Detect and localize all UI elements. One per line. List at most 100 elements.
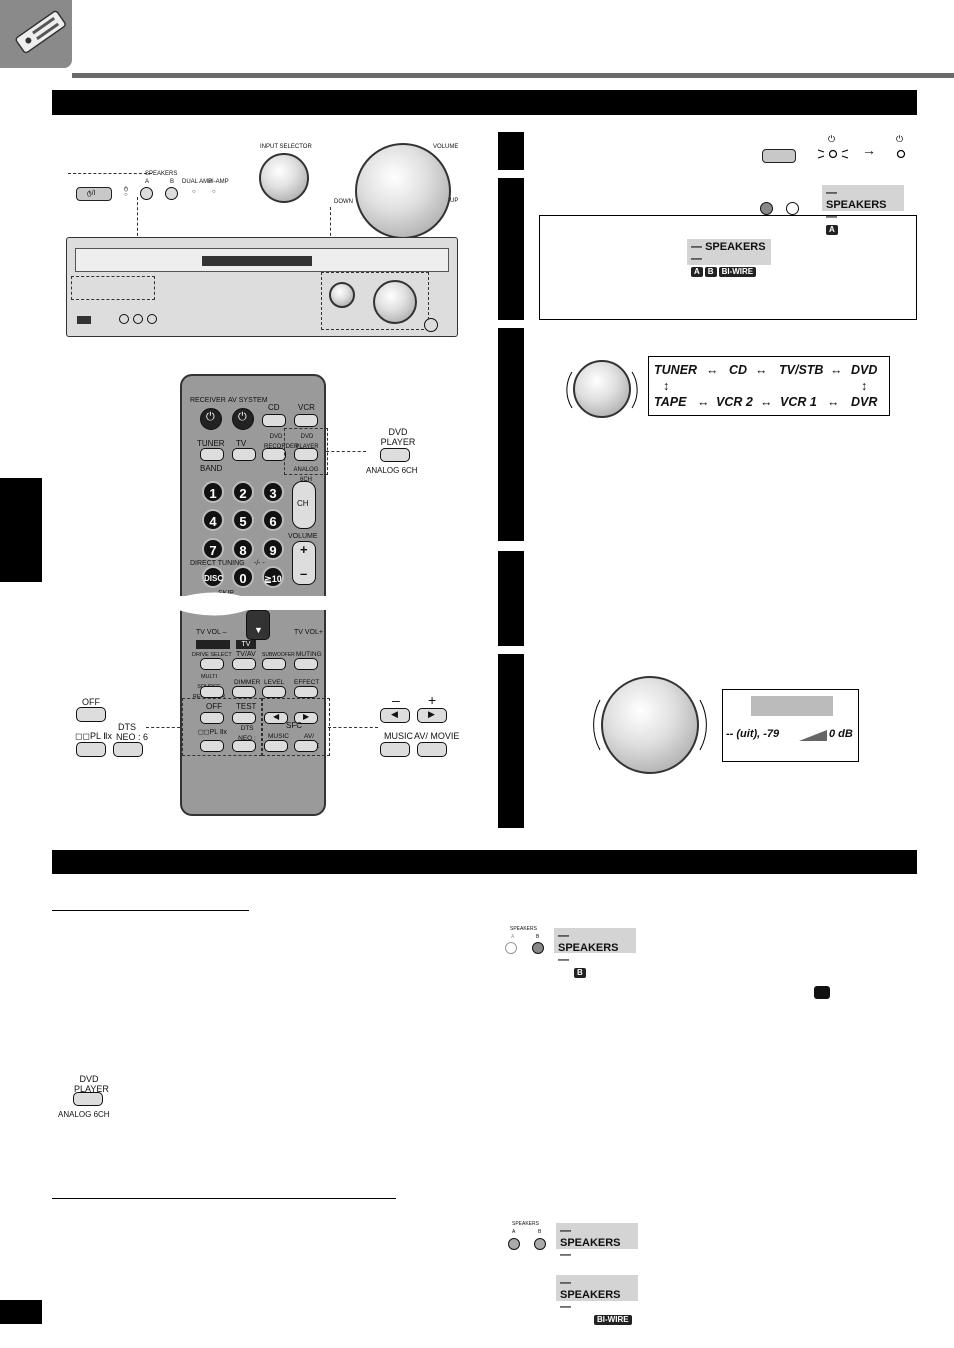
callout-music-button[interactable] bbox=[380, 742, 410, 757]
num-6-button[interactable]: 6 bbox=[262, 509, 284, 531]
input-jack bbox=[147, 314, 157, 324]
tuner-button[interactable] bbox=[200, 448, 224, 461]
volume-label: VOLUME bbox=[433, 144, 459, 150]
subwoofer-button[interactable] bbox=[262, 658, 286, 670]
dvd-recorder-button[interactable] bbox=[262, 448, 286, 461]
callout-av-movie-button[interactable] bbox=[417, 742, 447, 757]
source-tuner: TUNER bbox=[654, 363, 698, 377]
source-vcr2: VCR 2 bbox=[716, 395, 753, 409]
dvd-badge bbox=[196, 640, 230, 649]
display bbox=[202, 256, 312, 266]
dvd-player-button[interactable] bbox=[294, 448, 318, 461]
num-5-button[interactable]: 5 bbox=[232, 509, 254, 531]
dts-neo6-button[interactable] bbox=[232, 740, 256, 752]
music-button[interactable] bbox=[264, 740, 288, 752]
lower-dvd-player-button[interactable] bbox=[73, 1092, 103, 1106]
lower-a-label: A bbox=[511, 934, 515, 940]
lower-speaker-b-button[interactable] bbox=[532, 942, 544, 954]
muting-label: MUTING bbox=[296, 651, 322, 658]
source-dvd: DVD bbox=[851, 363, 878, 377]
num-9-button[interactable]: 9 bbox=[262, 538, 284, 560]
step2-speaker-a-button[interactable] bbox=[760, 202, 773, 215]
sfc-minus-button[interactable]: ◀ bbox=[264, 712, 288, 724]
step3-input-knob[interactable] bbox=[573, 360, 631, 418]
num-0-button[interactable]: 0 bbox=[232, 566, 254, 588]
step5-volume-knob[interactable] bbox=[601, 676, 699, 774]
rotate-arrows-icon bbox=[593, 699, 707, 751]
callout-dvd-player-button[interactable] bbox=[380, 448, 410, 462]
source-cd: CD bbox=[729, 363, 748, 377]
step2-speaker-b-button[interactable] bbox=[786, 202, 799, 215]
callout-line bbox=[326, 451, 366, 452]
callout-neo6-label: NEO : 6 bbox=[116, 732, 149, 742]
level-button[interactable] bbox=[262, 686, 286, 698]
speakers-text: SPEAKERS bbox=[558, 942, 619, 954]
input-selector-knob[interactable] bbox=[259, 153, 309, 203]
num-2-button[interactable]: 2 bbox=[232, 481, 254, 503]
callout-plus-button[interactable]: ▶ bbox=[417, 708, 447, 723]
callout-plix-label: ◻◻PL Ⅱx bbox=[75, 731, 113, 741]
power-button[interactable]: ტ/I bbox=[76, 187, 112, 201]
side-language-tab bbox=[0, 478, 42, 582]
lower-speaker-a-button[interactable] bbox=[505, 942, 517, 954]
source-tape: TAPE bbox=[654, 395, 687, 409]
step-2-marker bbox=[498, 178, 524, 320]
input-jack bbox=[119, 314, 129, 324]
effect-button[interactable] bbox=[294, 686, 318, 698]
num-4-button[interactable]: 4 bbox=[202, 509, 224, 531]
dimmer-button[interactable] bbox=[232, 686, 256, 698]
cd-button[interactable] bbox=[262, 414, 286, 427]
disc-button[interactable]: DISC bbox=[202, 566, 224, 588]
dvd-recorder-label: DVD RECORDER bbox=[264, 434, 299, 450]
sfc-plus-button[interactable]: ▶ bbox=[294, 712, 318, 724]
volume-ramp-icon bbox=[799, 730, 827, 741]
cd-label: CD bbox=[268, 403, 280, 412]
tv-av-label: TV/AV bbox=[236, 651, 256, 658]
drive-select-button[interactable] bbox=[200, 658, 224, 670]
music-label-remote: MUSIC bbox=[268, 733, 289, 740]
ch-rocker[interactable]: CH bbox=[292, 481, 316, 529]
volume-min: -- (uit), -79 bbox=[726, 728, 780, 740]
plix-button[interactable] bbox=[200, 740, 224, 752]
lower2-speakers-label: SPEAKERS bbox=[512, 1221, 539, 1227]
callout-minus-button[interactable]: ◀ bbox=[380, 708, 410, 723]
step1-power-button[interactable] bbox=[762, 149, 796, 163]
av-power-button[interactable]: ⏻ bbox=[232, 408, 254, 430]
seg-a: A bbox=[826, 225, 838, 235]
zoom-guide bbox=[68, 173, 152, 174]
ge10-button[interactable]: ≧10 bbox=[262, 566, 284, 588]
receiver-power-button[interactable]: ⏻ bbox=[200, 408, 222, 430]
callout-off-button[interactable] bbox=[76, 707, 106, 722]
lower2-speaker-a-button[interactable] bbox=[508, 1238, 520, 1250]
volume-knob[interactable] bbox=[355, 143, 451, 239]
callout-dvd-player-label: DVD PLAYER bbox=[380, 427, 416, 447]
callout-plix-button[interactable] bbox=[76, 742, 106, 757]
num-1-button[interactable]: 1 bbox=[202, 481, 224, 503]
tv-button[interactable] bbox=[232, 448, 256, 461]
num-3-button[interactable]: 3 bbox=[262, 481, 284, 503]
speaker-a-button[interactable] bbox=[140, 187, 153, 200]
num-8-button[interactable]: 8 bbox=[232, 538, 254, 560]
num-7-button[interactable]: 7 bbox=[202, 538, 224, 560]
muting-button[interactable] bbox=[294, 658, 318, 670]
surround-off-button[interactable] bbox=[200, 712, 224, 724]
lower-dvd-player-label: DVD PLAYER bbox=[74, 1074, 109, 1094]
step-5-marker bbox=[498, 654, 524, 828]
re-master-button[interactable] bbox=[200, 686, 224, 698]
callout-dts-button[interactable] bbox=[113, 742, 143, 757]
av-movie-button[interactable] bbox=[294, 740, 318, 752]
lower2-speaker-b-button[interactable] bbox=[534, 1238, 546, 1250]
volume-rocker[interactable]: + – bbox=[292, 541, 316, 585]
down-arrow-button[interactable]: ▼ bbox=[246, 610, 270, 640]
remote-bottom: TV VOL – TV VOL+ ▼ TV DRIVE SELECT TV/AV… bbox=[180, 610, 330, 816]
zoom-box-surround bbox=[182, 698, 262, 756]
vcr-button[interactable] bbox=[294, 414, 318, 427]
speaker-b-button[interactable] bbox=[165, 187, 178, 200]
test-button[interactable] bbox=[232, 712, 256, 724]
arrow-lr: ↔ bbox=[760, 395, 773, 409]
callout-line bbox=[328, 727, 378, 728]
tuner-label: TUNER bbox=[197, 439, 225, 448]
seg-b: B bbox=[704, 267, 717, 277]
tv-av-button[interactable] bbox=[232, 658, 256, 670]
section-bar-top bbox=[52, 90, 917, 115]
